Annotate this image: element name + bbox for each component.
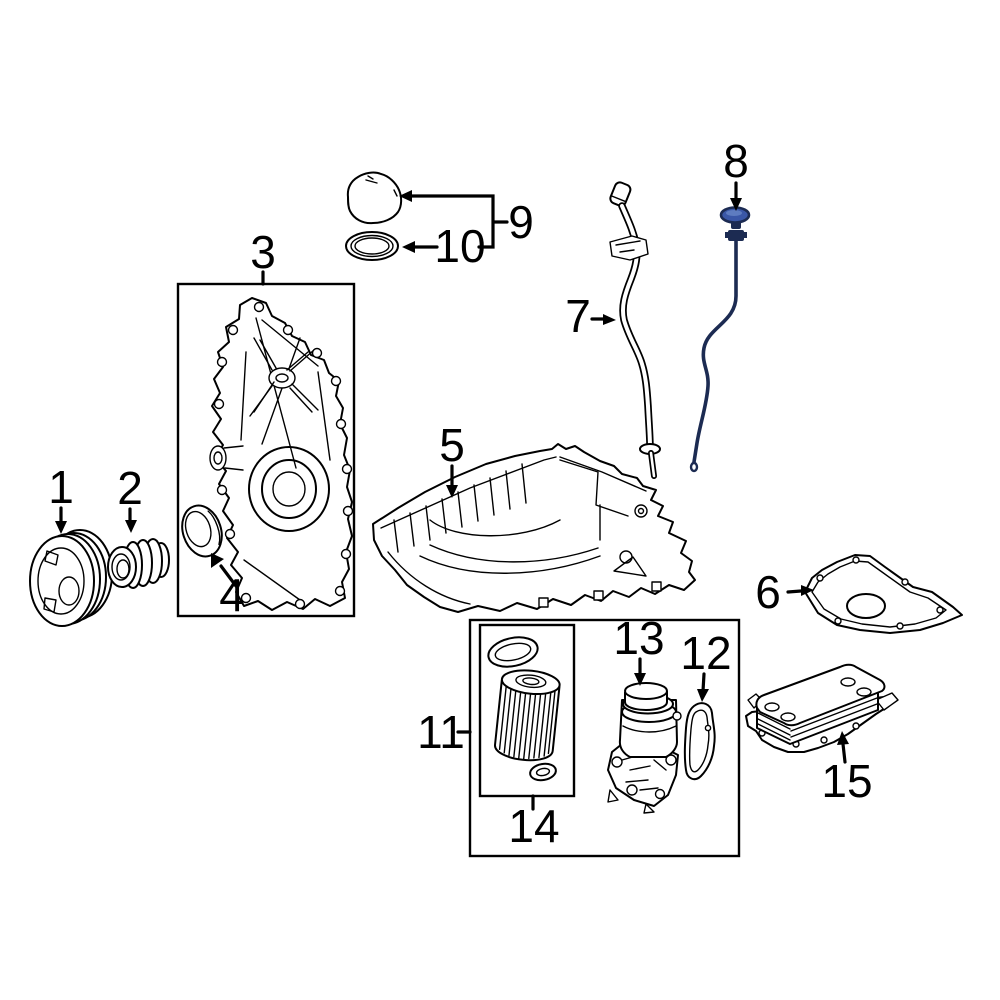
tube-bracket <box>609 235 649 261</box>
callout-label-13: 13 <box>613 612 664 664</box>
timing-cover-boss <box>209 445 244 471</box>
end-cover-plate-drawing <box>804 554 963 634</box>
callout-bracket-line <box>407 194 509 249</box>
dipstick-collar-wing-left <box>725 232 729 238</box>
callout-arrow-8 <box>730 198 742 211</box>
oil-filter-kit-box <box>468 618 741 858</box>
callout-14: 14 <box>508 794 560 852</box>
callout-5: 5 <box>439 419 465 498</box>
filler-cap-seal-drawing <box>345 231 399 261</box>
callout-label-12: 12 <box>680 627 731 679</box>
callout-label-6: 6 <box>755 566 781 618</box>
callout-arrow-13 <box>634 673 646 686</box>
callout-arrow-5 <box>446 485 458 498</box>
callout-label-7: 7 <box>565 290 591 342</box>
timing-cover-hub <box>249 337 319 417</box>
callout-arrow-9 <box>399 190 412 202</box>
callout-2: 2 <box>117 462 143 533</box>
callout-line-4 <box>219 564 238 588</box>
callout-3: 3 <box>250 226 276 286</box>
oil-filter-housing-drawing <box>607 682 682 814</box>
callout-line-6 <box>786 589 803 594</box>
callout-8: 8 <box>723 135 749 211</box>
callout-line-12 <box>701 672 706 693</box>
callout-label-8: 8 <box>723 135 749 187</box>
crankshaft-seal-drawing <box>181 504 223 558</box>
dipstick-handle-sheen <box>726 210 742 216</box>
callout-line-15 <box>841 742 847 764</box>
oil-pan-bolts <box>538 581 662 608</box>
dipstick-tip <box>689 461 699 473</box>
callout-arrow-12 <box>697 689 709 702</box>
callout-arrow-15 <box>837 731 849 745</box>
callout-7: 7 <box>565 290 616 342</box>
callout-label-9: 9 <box>508 196 534 248</box>
crankshaft-pulley-drawing <box>29 529 113 627</box>
filter-oring-large-drawing <box>487 636 539 668</box>
callout-4: 4 <box>211 553 245 621</box>
timing-cover-drawing <box>209 297 354 611</box>
callout-label-15: 15 <box>821 755 872 807</box>
filter-housing-gasket-drawing <box>683 702 716 781</box>
oil-filler-cap-drawing <box>346 171 403 225</box>
callout-arrow-4 <box>211 553 224 568</box>
callout-arrow-1 <box>55 521 67 534</box>
callout-label-2: 2 <box>117 462 143 514</box>
oil-pan-drawing <box>372 443 696 613</box>
dipstick-collar <box>728 230 744 241</box>
dipstick-tube-drawing <box>609 181 661 479</box>
callout-label-3: 3 <box>250 226 276 278</box>
callout-label-14: 14 <box>508 800 559 852</box>
callout-15: 15 <box>821 731 873 807</box>
filter-oring-small-drawing <box>529 762 557 782</box>
callout-label-10: 10 <box>434 220 485 272</box>
dipstick-collar-wing-right <box>743 232 747 238</box>
callout-12: 12 <box>680 627 732 702</box>
callout-13: 13 <box>613 612 665 686</box>
callout-9-10-bracket: 9 10 <box>399 190 534 272</box>
callout-label-5: 5 <box>439 419 465 471</box>
oil-cooler-drawing <box>745 663 899 753</box>
timing-cover-box <box>176 282 356 618</box>
callout-label-4: 4 <box>219 569 245 621</box>
timing-cover-bolt-holes <box>213 301 354 610</box>
callout-6: 6 <box>755 566 814 618</box>
filter-cartridge-drawing <box>494 669 561 762</box>
callout-label-1: 1 <box>48 461 74 513</box>
dipstick-drawing-highlighted <box>689 206 751 473</box>
callout-1: 1 <box>48 461 74 534</box>
callout-arrow-2 <box>125 520 137 533</box>
callout-arrow-6 <box>801 585 814 596</box>
dipstick-blade <box>692 239 738 464</box>
callout-arrow-7 <box>603 314 616 325</box>
idler-pulley-drawing <box>107 538 170 589</box>
callout-11: 11 <box>417 706 472 758</box>
callout-arrow-10 <box>402 241 415 253</box>
